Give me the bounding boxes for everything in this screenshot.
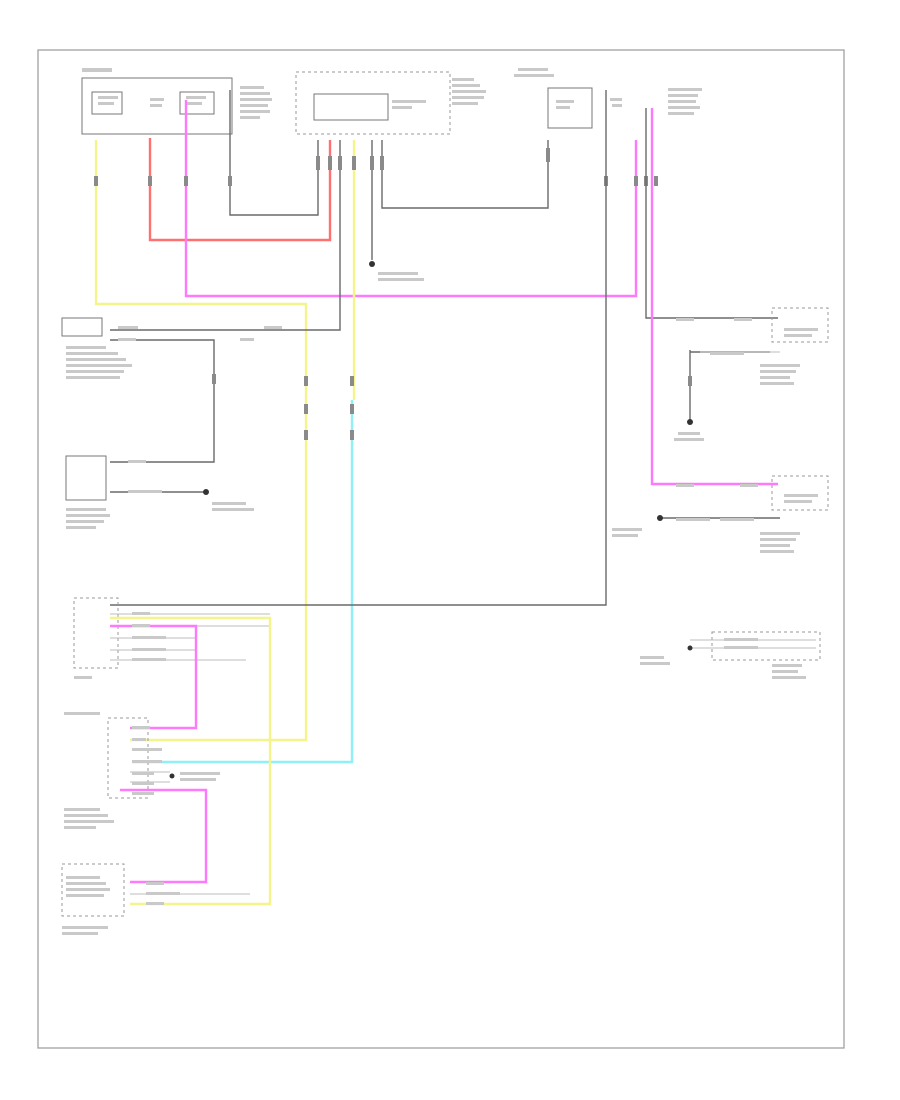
wire-pink-right xyxy=(650,108,778,486)
right-ground-1 xyxy=(674,419,704,441)
fuse-block-right xyxy=(514,68,702,129)
wire-black-top-2 xyxy=(381,140,549,209)
connector-block-lower xyxy=(64,712,220,884)
wire-black-right-vertical xyxy=(110,90,607,606)
right-connector-2 xyxy=(760,475,829,553)
wire-cyan xyxy=(132,400,354,764)
wire-black-right-2 xyxy=(645,108,778,319)
left-relay xyxy=(65,455,110,529)
wire-black-left-loop xyxy=(110,339,215,463)
fuse-block-label-middle xyxy=(240,86,272,119)
body-ecu-block xyxy=(295,71,486,135)
connector-left-switch xyxy=(212,374,216,384)
right-ground-2 xyxy=(612,515,663,537)
right-connector-1 xyxy=(760,307,829,385)
diagram-frame xyxy=(37,49,845,1049)
connector-block-mid xyxy=(73,597,272,906)
left-ground xyxy=(203,489,254,511)
connector-markers-top xyxy=(94,148,658,186)
wire-labels xyxy=(118,318,758,905)
wire-red-top xyxy=(148,138,332,242)
bottom-module xyxy=(61,863,250,935)
wire-yellow-top xyxy=(94,140,308,742)
connector-markers-vertical xyxy=(304,376,692,440)
fuse-block-left xyxy=(81,68,233,135)
wire-black-switch xyxy=(110,140,341,331)
left-switch xyxy=(61,317,132,379)
ground-center xyxy=(369,261,424,281)
wire-pink-top xyxy=(184,100,638,298)
wire-black-top-1 xyxy=(229,90,319,216)
